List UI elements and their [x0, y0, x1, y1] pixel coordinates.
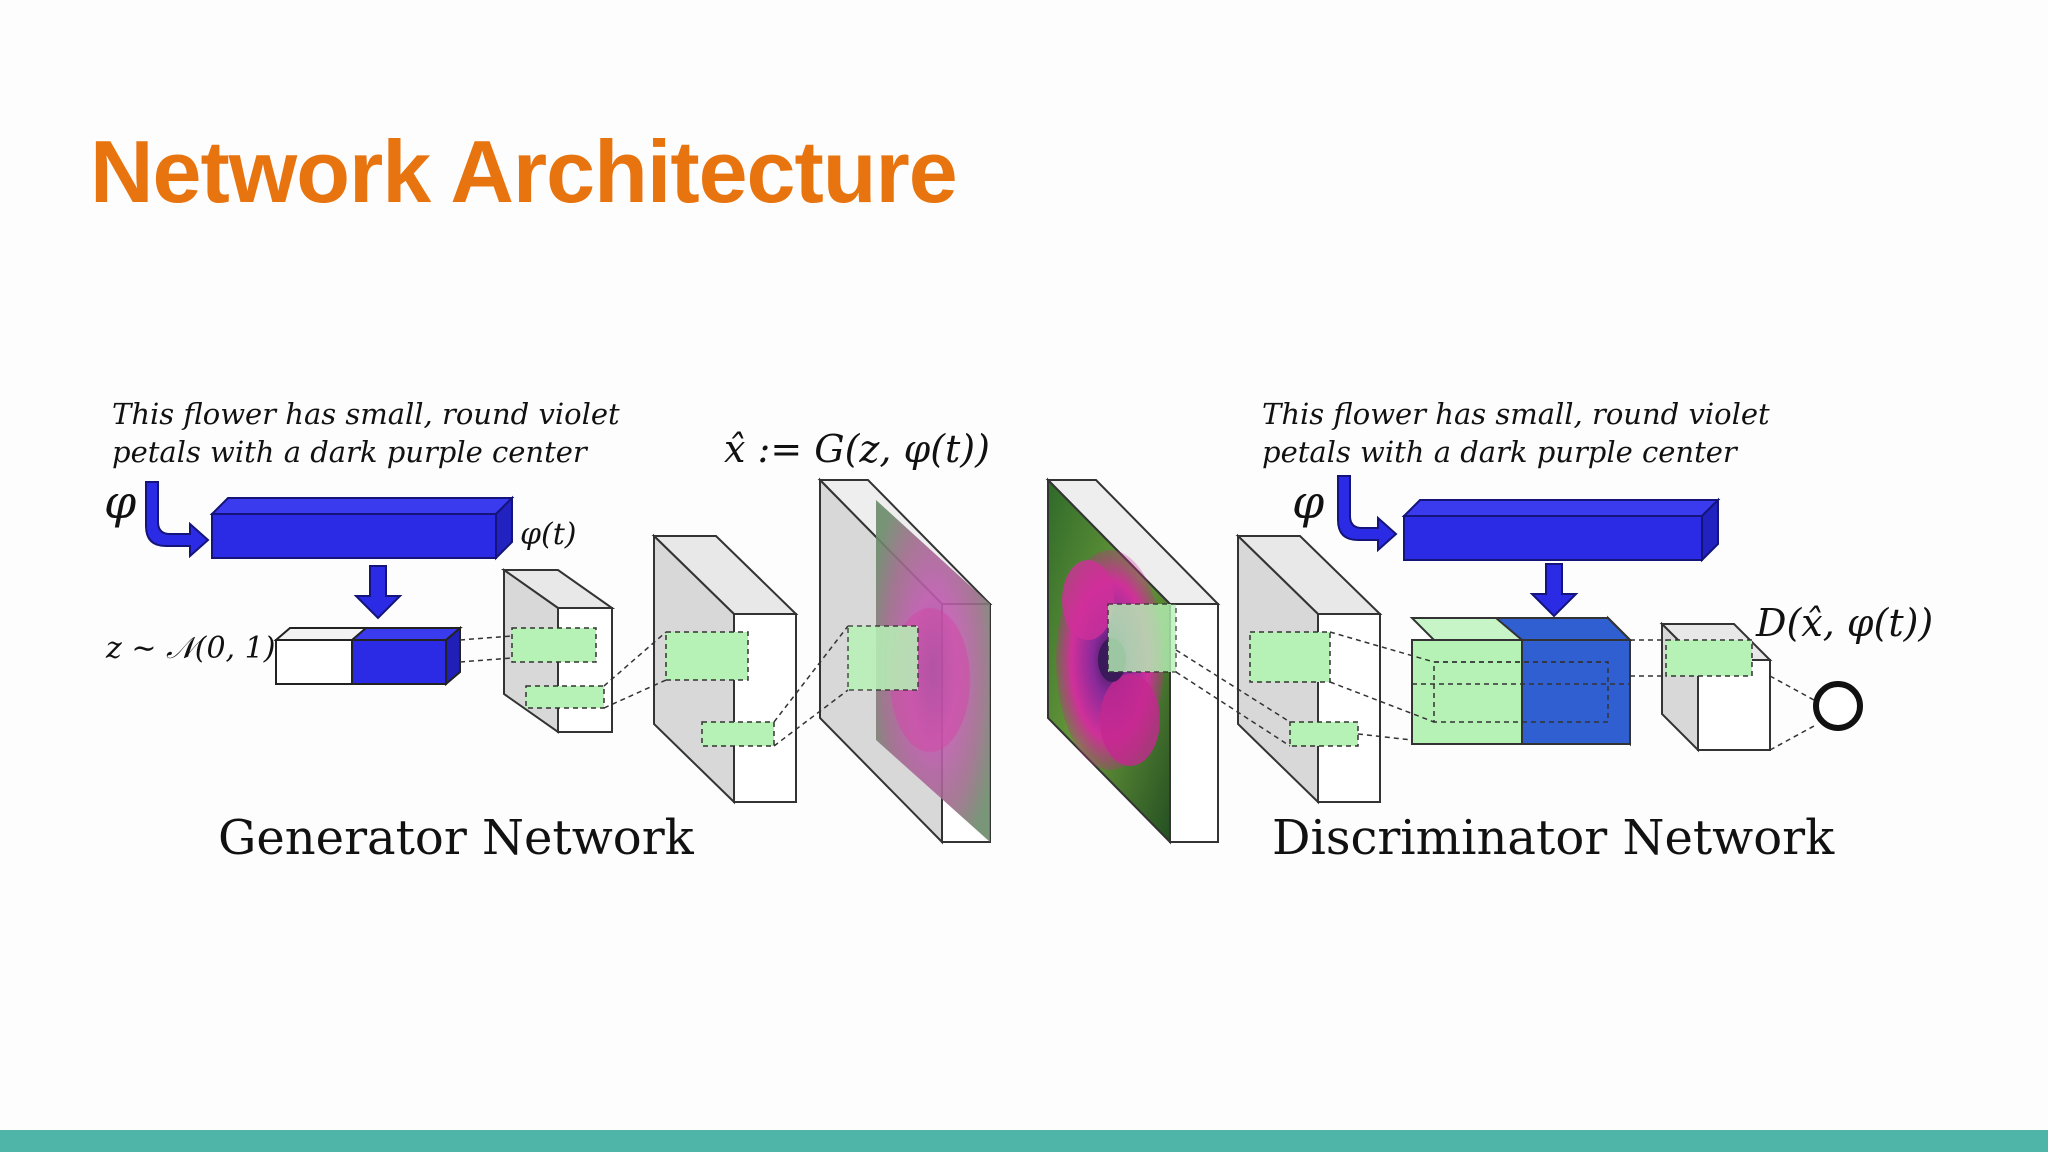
discriminator-connections-3 [1630, 639, 1815, 751]
discriminator-connections-1 [1175, 649, 1291, 747]
latent-vector [273, 625, 463, 687]
generator-caption-line1: This flower has small, round violet [112, 397, 620, 431]
generator-caption-line2: petals with a dark purple center [112, 435, 589, 469]
discriminator-text-arrow [1337, 475, 1398, 553]
discriminator-down-arrow [1529, 563, 1579, 618]
generator-text-arrow [145, 481, 210, 559]
generated-image [817, 477, 993, 845]
generator-connections-3 [773, 625, 849, 747]
concatenated-feature-block [1409, 615, 1633, 747]
noise-label: z ∼ 𝒩(0, 1) [105, 631, 275, 666]
generator-connections-2 [603, 631, 667, 709]
discriminator-layer-1 [1235, 533, 1383, 805]
discriminator-phi-symbol: φ [1292, 475, 1325, 529]
slide-title: Network Architecture [90, 122, 958, 221]
discriminator-section: This flower has small, round violet peta… [1045, 397, 1933, 866]
generator-embedding-bar [209, 495, 515, 561]
discriminator-caption-line2: petals with a dark purple center [1262, 435, 1739, 469]
discriminator-input-image [1045, 477, 1221, 845]
generator-section: This flower has small, round violet peta… [104, 397, 993, 866]
generator-network-label: Generator Network [218, 810, 695, 866]
discriminator-network-label: Discriminator Network [1272, 810, 1835, 866]
generator-down-arrow [353, 565, 403, 620]
discriminator-final-cube [1659, 621, 1773, 753]
embedding-label: φ(t) [520, 517, 576, 552]
generator-layer-2 [651, 533, 799, 805]
generator-layer-1 [500, 568, 616, 734]
discriminator-caption-line1: This flower has small, round violet [1262, 397, 1770, 431]
generator-phi-symbol: φ [104, 475, 137, 529]
discriminator-embedding-bar [1401, 497, 1721, 563]
discriminator-output-label: D(x̂, φ(t)) [1755, 601, 1933, 645]
footer-accent-bar [0, 1130, 2048, 1152]
discriminator-output-node [1813, 681, 1863, 731]
discriminator-connections-2 [1329, 631, 1435, 741]
generator-output-label: x̂ := G(z, φ(t)) [724, 427, 990, 471]
